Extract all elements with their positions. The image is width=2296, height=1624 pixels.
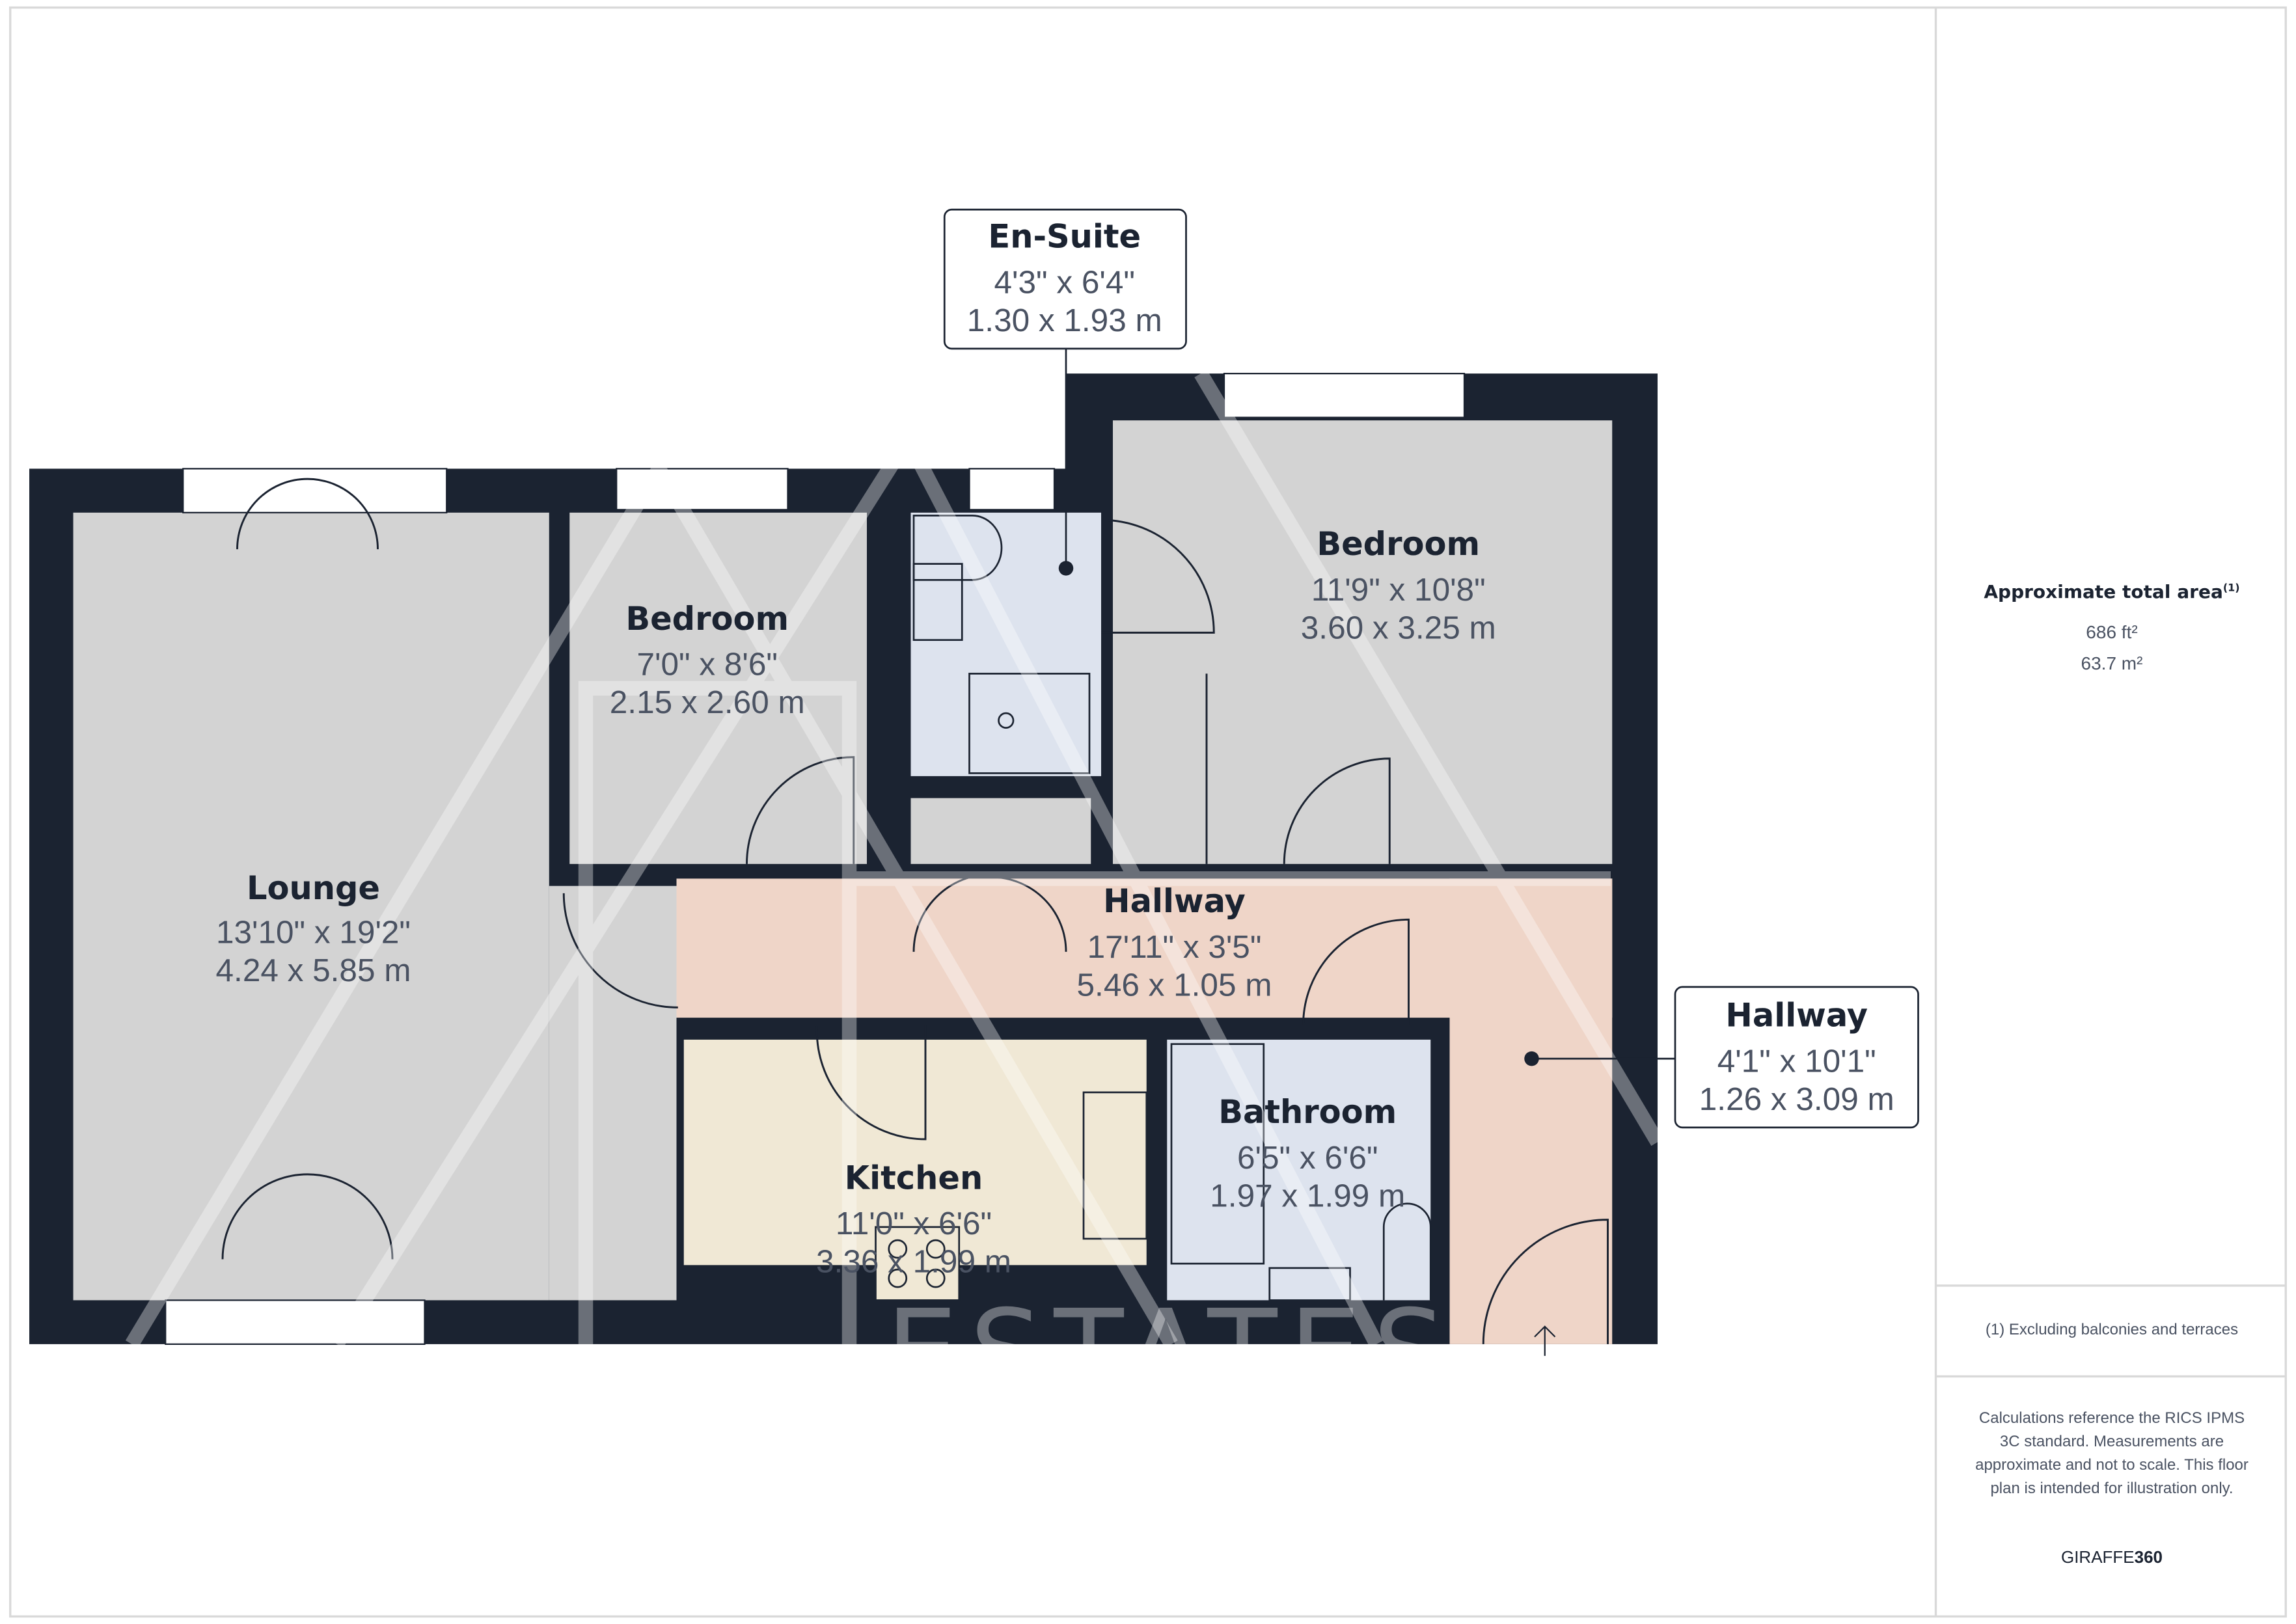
label-hallway-1: Hallway 17'11" x 3'5" 5.46 x 1.05 m (1077, 882, 1272, 1003)
hob (875, 1226, 961, 1301)
bath (1170, 1043, 1265, 1265)
label-lounge: Lounge 13'10" x 19'2" 4.24 x 5.85 m (216, 869, 411, 988)
svg-text:2.15 x 2.60 m: 2.15 x 2.60 m (610, 684, 805, 720)
callout-ensuite: En-Suite 4'3" x 6'4" 1.30 x 1.93 m (943, 208, 1187, 576)
label-bedroom-1: Bedroom 7'0" x 8'6" 2.15 x 2.60 m (610, 600, 805, 720)
bathroom-toilet (1382, 1202, 1432, 1301)
bathroom-basin (1268, 1267, 1351, 1301)
svg-text:Bathroom: Bathroom (1218, 1093, 1397, 1131)
watermark (125, 370, 1664, 1348)
svg-text:1.97 x 1.99 m: 1.97 x 1.99 m (1210, 1178, 1405, 1213)
label-bathroom: Bathroom 6'5" x 6'6" 1.97 x 1.99 m (1210, 1093, 1405, 1213)
room-hallway-2 (1449, 878, 1613, 1344)
kitchen-sink (1082, 1091, 1148, 1240)
svg-text:7'0" x 8'6": 7'0" x 8'6" (637, 647, 778, 683)
footnote: (1) Excluding balconies and terraces (1985, 1321, 2239, 1338)
brand-logo: GIRAFFE360 (2060, 1547, 2163, 1567)
room-lounge (73, 512, 549, 1301)
ensuite-basin (912, 563, 963, 641)
room-connector (910, 798, 1091, 864)
doors (221, 478, 1609, 1344)
room-bedroom-1 (569, 512, 867, 864)
room-bedroom-2 (1113, 420, 1613, 864)
svg-text:Bedroom: Bedroom (1317, 525, 1480, 563)
page-frame (9, 6, 2287, 1618)
svg-text:6'5" x 6'6": 6'5" x 6'6" (1237, 1140, 1378, 1176)
svg-text:1.26 x 3.09 m: 1.26 x 3.09 m (1699, 1081, 1894, 1117)
callout-hallway-2: Hallway 4'1" x 10'1" 1.26 x 3.09 m (1524, 986, 1919, 1129)
svg-text:Bedroom: Bedroom (625, 600, 789, 638)
lounge-hall-opening (549, 886, 677, 1301)
svg-text:En-Suite: En-Suite (988, 218, 1141, 256)
shower-tray (968, 673, 1091, 774)
svg-text:Hallway: Hallway (1103, 882, 1246, 920)
ensuite-toilet (912, 515, 1003, 581)
windows (165, 372, 1466, 1345)
label-bedroom-2: Bedroom 11'9" x 10'8" 3.60 x 3.25 m (1301, 525, 1496, 645)
svg-text:Hallway: Hallway (1725, 997, 1868, 1035)
svg-text:11'9" x 10'8": 11'9" x 10'8" (1311, 572, 1486, 608)
watermark-text: ESTATES (886, 1286, 1457, 1418)
svg-text:3.36 x 1.99 m: 3.36 x 1.99 m (816, 1244, 1011, 1280)
room-ensuite (910, 512, 1101, 776)
svg-text:4'3" x 6'4": 4'3" x 6'4" (994, 264, 1135, 300)
svg-text:11'0" x 6'6": 11'0" x 6'6" (836, 1206, 992, 1241)
svg-text:4.24 x 5.85 m: 4.24 x 5.85 m (216, 953, 411, 988)
area-title: Approximate total area(1) (1984, 581, 2240, 602)
room-bathroom (1167, 1039, 1431, 1301)
svg-text:1.30 x 1.93 m: 1.30 x 1.93 m (967, 303, 1162, 338)
svg-text:Lounge: Lounge (247, 869, 380, 907)
area-ft: 686 ft² (2086, 622, 2138, 642)
svg-text:Kitchen: Kitchen (845, 1159, 983, 1197)
area-m: 63.7 m² (2081, 653, 2143, 673)
svg-text:3.60 x 3.25 m: 3.60 x 3.25 m (1301, 610, 1496, 645)
label-kitchen: Kitchen 11'0" x 6'6" 3.36 x 1.99 m (816, 1159, 1011, 1279)
svg-text:17'11" x 3'5": 17'11" x 3'5" (1087, 929, 1262, 965)
fixtures (875, 515, 1432, 1301)
entrance-arrow-icon (1534, 1325, 1556, 1356)
disclaimer: Calculations reference the RICS IPMS 3C … (1975, 1409, 2248, 1497)
svg-text:4'1" x 10'1": 4'1" x 10'1" (1717, 1043, 1876, 1079)
svg-text:5.46 x 1.05 m: 5.46 x 1.05 m (1077, 967, 1272, 1003)
svg-text:13'10" x 19'2": 13'10" x 19'2" (216, 914, 411, 950)
